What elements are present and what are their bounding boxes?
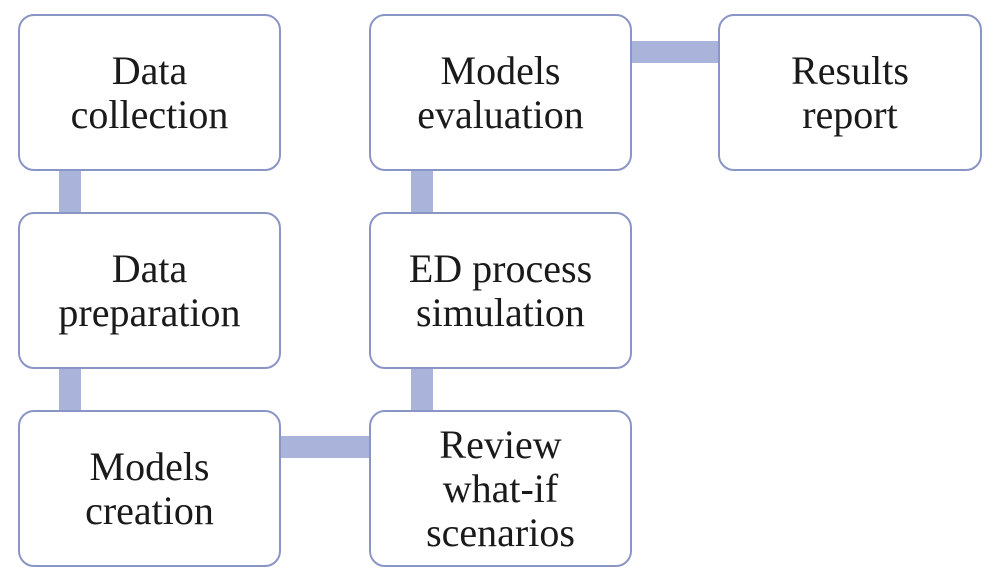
connector-review-simulation — [411, 369, 433, 410]
connector-creation-review — [281, 436, 369, 458]
node-review-what-if-scenarios: Review what-if scenarios — [369, 410, 632, 567]
node-label-line: what-if — [442, 465, 559, 511]
node-label-line: Data — [111, 245, 188, 291]
node-label-line: Models — [440, 47, 561, 93]
node-label-line: Review — [439, 421, 562, 467]
node-label-line: ED process — [408, 245, 593, 291]
node-results-report: Results report — [718, 14, 982, 171]
connector-preparation-creation — [59, 369, 81, 410]
node-label-line: preparation — [58, 289, 241, 335]
connector-simulation-evaluation — [411, 171, 433, 212]
node-label-line: collection — [70, 91, 229, 137]
node-models-creation: Models creation — [18, 410, 281, 567]
node-ed-process-simulation: ED process simulation — [369, 212, 632, 369]
connector-evaluation-report — [632, 41, 718, 63]
node-label-line: creation — [85, 487, 214, 533]
node-label-line: evaluation — [417, 91, 584, 137]
node-label-line: scenarios — [426, 509, 575, 555]
node-label-line: report — [802, 91, 898, 137]
node-label-line: Results — [791, 47, 909, 93]
node-data-collection: Data collection — [18, 14, 281, 171]
node-models-evaluation: Models evaluation — [369, 14, 632, 171]
connector-collection-preparation — [59, 171, 81, 212]
node-label-line: Data — [111, 47, 188, 93]
node-label-line: simulation — [416, 289, 585, 335]
node-label-line: Models — [89, 443, 210, 489]
node-data-preparation: Data preparation — [18, 212, 281, 369]
